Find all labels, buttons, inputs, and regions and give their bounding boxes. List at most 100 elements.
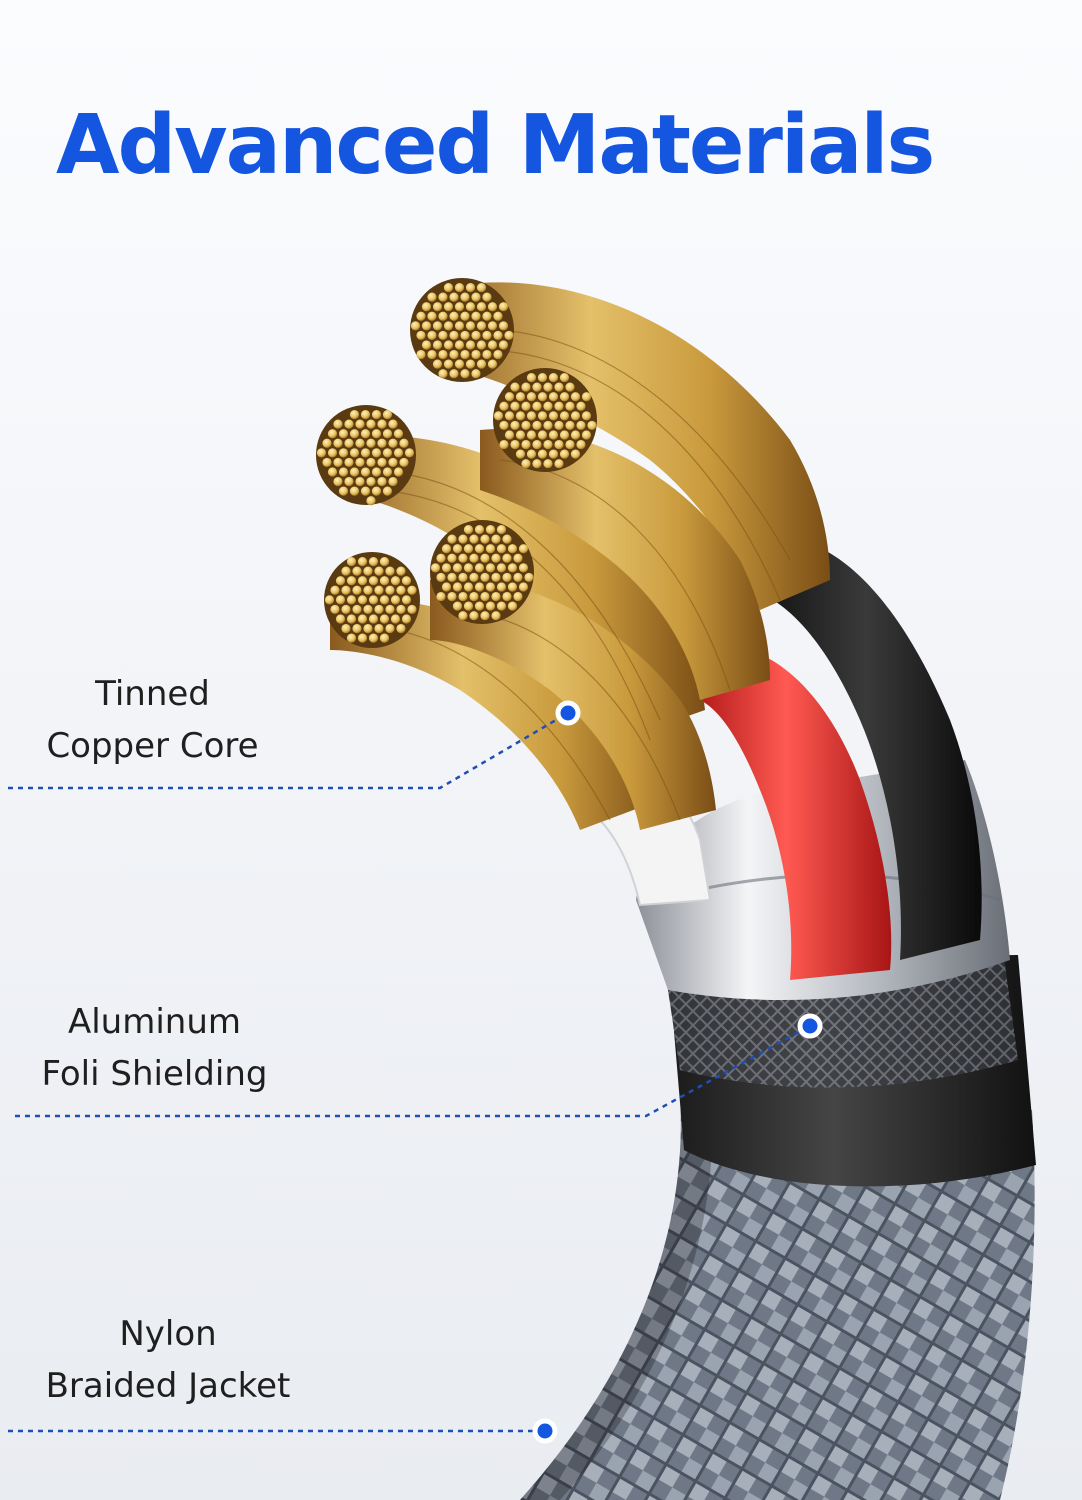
copper-strand-end [363, 604, 373, 615]
copper-strand-end [537, 411, 548, 421]
copper-strand-end [388, 476, 398, 487]
copper-strand-end [548, 372, 559, 383]
copper-strand-end [432, 340, 443, 350]
copper-strand-end [324, 595, 335, 605]
copper-strand-end [393, 467, 404, 477]
copper-strand-end [333, 457, 343, 468]
copper-strand-end [344, 419, 354, 429]
copper-strand-end [485, 601, 496, 611]
copper-strand-end [454, 282, 465, 293]
copper-strand-end [504, 392, 515, 402]
copper-strand-end [335, 595, 346, 605]
copper-strand-end [576, 401, 586, 411]
copper-strand-end [366, 457, 376, 468]
copper-strand-end [363, 566, 373, 576]
copper-strand-end [548, 430, 559, 440]
copper-strand-end [526, 430, 537, 440]
copper-strand-end [399, 438, 409, 448]
copper-strand-end [366, 476, 376, 487]
copper-strand-end [543, 439, 553, 450]
callout-line-foil [15, 1024, 811, 1118]
copper-strand-end [374, 566, 384, 576]
copper-strand-end [407, 604, 417, 615]
copper-strand-end [410, 321, 421, 331]
callout-foil-line2: Foli Shielding [41, 1054, 268, 1094]
callout-lines [8, 711, 811, 1433]
copper-strand-end [346, 556, 357, 567]
copper-strand-end [357, 556, 368, 567]
callout-braid-line1: Nylon [119, 1314, 217, 1354]
copper-strand-end [502, 572, 512, 583]
copper-strand-end [524, 572, 534, 583]
copper-strand-end [498, 340, 509, 350]
copper-strand-end [371, 486, 382, 496]
copper-strand-end [388, 438, 398, 448]
copper-strand-end [469, 591, 479, 602]
copper-strand-end [504, 411, 515, 421]
copper-strand-end [532, 401, 542, 411]
copper-strand-end [396, 604, 406, 615]
copper-strand-end [368, 614, 379, 624]
copper-strand-end [559, 411, 570, 421]
copper-strand-end [371, 448, 382, 458]
copper-strand-end [452, 544, 463, 554]
copper-strand-end [427, 311, 437, 321]
copper-strand-end [526, 449, 537, 459]
copper-strand-end [371, 409, 382, 420]
copper-strand-end [341, 566, 351, 576]
copper-strand-end [341, 623, 351, 634]
copper-strand-end [581, 392, 592, 402]
copper-strand-end [382, 409, 393, 420]
copper-strand-end [498, 302, 509, 312]
copper-strand-end [341, 604, 351, 615]
copper-strand-end [521, 401, 531, 411]
copper-strand-end [460, 330, 470, 341]
callout-aluminum-foil: Aluminum Foli Shielding [12, 996, 297, 1100]
copper-strand-end [576, 420, 586, 431]
copper-strand-end [421, 302, 432, 312]
copper-strand-end [474, 563, 485, 573]
copper-strand-end [360, 486, 371, 496]
copper-strand-end [521, 459, 531, 469]
copper-strand-end [570, 430, 581, 440]
copper-strand-end [438, 311, 448, 321]
copper-strand-end [338, 429, 349, 439]
copper-strand-end [532, 459, 542, 469]
copper-strand-end [401, 614, 412, 624]
copper-strand-end [393, 429, 404, 439]
copper-strand-end [480, 611, 490, 621]
copper-strand-end [474, 601, 485, 611]
copper-strand-end [469, 572, 479, 583]
copper-strand-end [333, 476, 343, 487]
copper-strand-end [438, 369, 448, 379]
copper-strand-end [458, 591, 468, 602]
copper-strand-end [352, 623, 362, 634]
copper-strand-end [554, 459, 564, 469]
copper-strand-end [452, 582, 463, 592]
copper-strand-end [548, 392, 559, 402]
copper-strand-end [390, 614, 401, 624]
copper-strand-end [515, 392, 526, 402]
copper-strand-end [366, 438, 376, 448]
copper-strand-end [452, 563, 463, 573]
copper-strand-end [496, 601, 507, 611]
copper-strand-end [449, 330, 459, 341]
copper-strand-end [427, 330, 437, 341]
copper-strand-end [570, 392, 581, 402]
copper-strand-end [382, 429, 393, 439]
copper-strand-end [476, 359, 487, 369]
copper-strand-end [316, 448, 327, 458]
copper-strand-end [443, 359, 454, 369]
copper-strand-end [399, 457, 409, 468]
copper-strand-end [491, 572, 501, 583]
copper-strand-end [377, 457, 387, 468]
copper-strand-end [537, 372, 548, 383]
callout-copper-line1: Tinned [95, 674, 210, 714]
copper-strand-end [559, 392, 570, 402]
copper-strand-end [554, 382, 564, 392]
copper-strand-end [382, 486, 393, 496]
callout-dots [532, 700, 823, 1444]
copper-strand-end [357, 576, 368, 586]
copper-strand-end [382, 467, 393, 477]
copper-strand-end [565, 401, 575, 411]
